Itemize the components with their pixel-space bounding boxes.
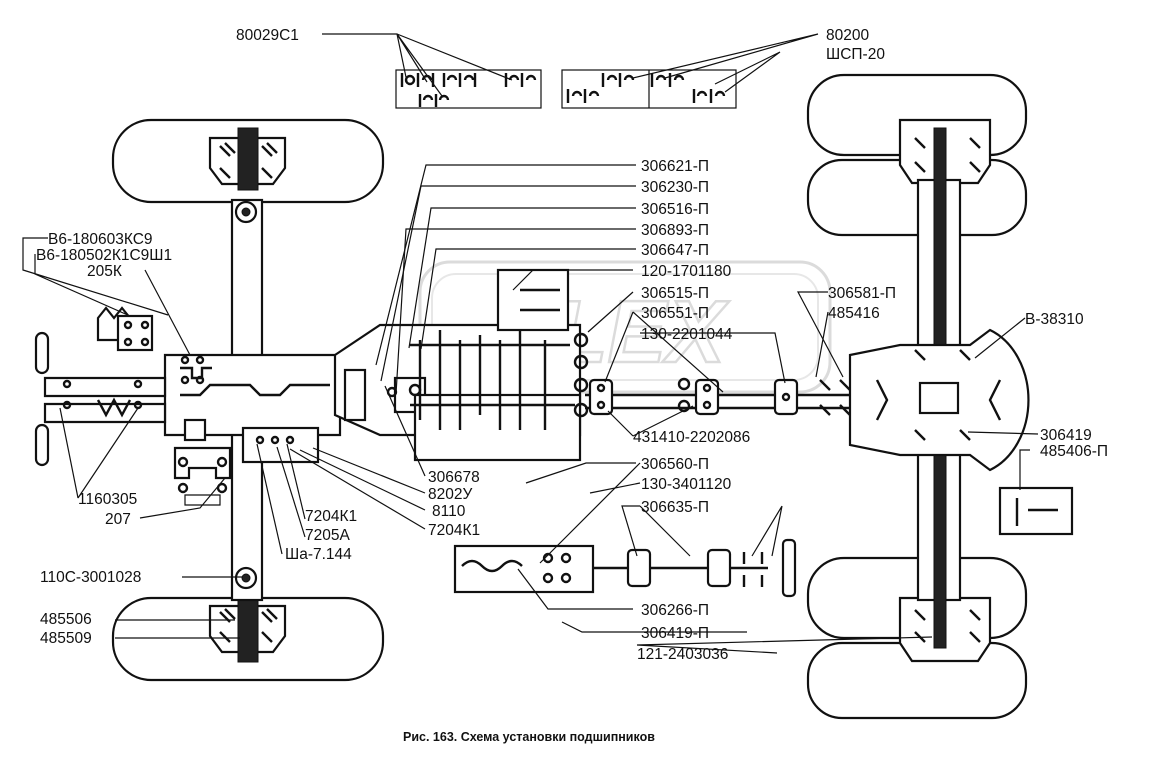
label-121-2403036: 121-2403036 (637, 646, 728, 663)
label-306515: 306515-П (641, 285, 709, 302)
label-306581: 306581-П (828, 285, 896, 302)
bearing-group-left (395, 69, 542, 109)
label-485416: 485416 (828, 305, 880, 322)
gearbox (241, 268, 589, 464)
label-485506: 485506 (40, 611, 92, 628)
label-306893: 306893-П (641, 222, 709, 239)
label-sha-7144: Ша-7.144 (285, 546, 352, 563)
label-306647: 306647-П (641, 242, 709, 259)
label-1160305: 1160305 (78, 491, 137, 508)
label-306635: 306635-П (641, 499, 709, 516)
labels: 80029С1 80200 ШСП-20 306621-П 306230-П 3… (36, 27, 1108, 663)
label-b-38310: В-38310 (1025, 311, 1084, 328)
label-7205a: 7205А (305, 527, 350, 544)
propeller-shaft (585, 377, 850, 416)
front-left-wheel (111, 118, 385, 204)
label-485406-p: 485406-П (1040, 443, 1108, 460)
label-b6-180502: В6-180502К1С9Ш1 (36, 247, 172, 264)
label-306560: 306560-П (641, 456, 709, 473)
label-205k: 205К (87, 263, 122, 280)
label-130-3401120: 130-3401120 (641, 476, 732, 493)
label-306419: 306419 (1040, 427, 1092, 444)
label-306419-p: 306419-П (641, 625, 709, 642)
label-8110: 8110 (432, 503, 466, 520)
leader-lines (22, 33, 1039, 654)
figure-caption: Рис. 163. Схема установки подшипников (403, 730, 655, 744)
label-110c-3001028: 110С-3001028 (40, 569, 141, 586)
label-7204k1-b: 7204К1 (428, 522, 480, 539)
label-306551: 306551-П (641, 305, 709, 322)
front-right-wheel (111, 596, 385, 682)
steering-column (453, 538, 797, 598)
engine-assembly (34, 306, 342, 506)
label-shsp20: ШСП-20 (826, 46, 885, 63)
label-306516: 306516-П (641, 201, 709, 218)
label-b6-180603: В6-180603КС9 (48, 231, 153, 248)
label-485509: 485509 (40, 630, 92, 647)
label-306230: 306230-П (641, 179, 709, 196)
rear-axle (806, 73, 1074, 720)
label-431410: 431410-2202086 (633, 429, 750, 446)
label-7204k1-a: 7204К1 (305, 508, 357, 525)
label-80200: 80200 (826, 27, 869, 44)
label-306621: 306621-П (641, 158, 709, 175)
label-130-2201044: 130-2201044 (641, 326, 733, 343)
label-306678: 306678 (428, 469, 480, 486)
label-8202u: 8202У (428, 486, 472, 503)
label-80029C1: 80029С1 (236, 27, 299, 44)
label-306266: 306266-П (641, 602, 709, 619)
label-207: 207 (105, 511, 131, 528)
bearing-group-right (561, 69, 737, 109)
label-120-1701180: 120-1701180 (641, 263, 732, 280)
